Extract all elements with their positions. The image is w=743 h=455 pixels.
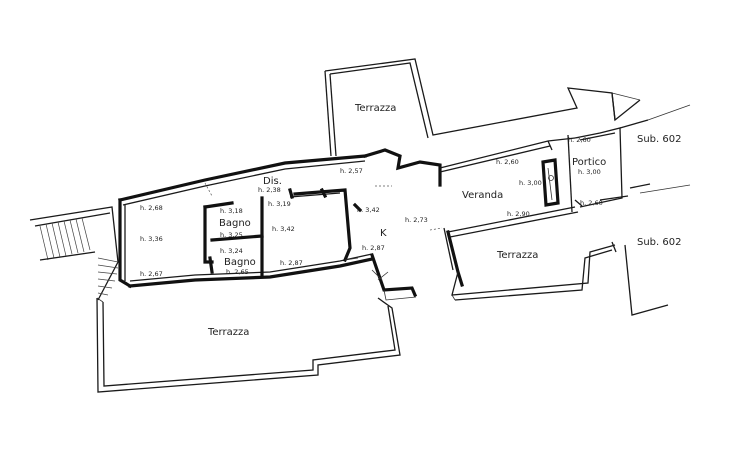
sub-602-outline — [611, 92, 691, 316]
stairs — [29, 206, 119, 301]
height-label: h. 2,87 — [362, 244, 385, 252]
terrazza-bottom-label: Terrazza — [207, 327, 249, 338]
height-label: h. 3,24 — [220, 247, 243, 255]
terrazza-top-label: Terrazza — [354, 103, 396, 114]
height-label: h. 2,57 — [340, 167, 363, 175]
height-label: h. 3,42 — [272, 225, 295, 233]
portico-outline — [574, 119, 651, 208]
k-label: K — [380, 228, 387, 239]
terrazza-bottom-outline — [96, 269, 401, 393]
height-label: h. 2,73 — [405, 216, 428, 224]
sub-602-lower-label: Sub. 602 — [637, 237, 681, 248]
height-label: h. 2,65 — [226, 268, 249, 276]
interior-walls — [203, 187, 363, 277]
height-label: h. 3,25 — [220, 231, 243, 239]
bagno-lower-label: Bagno — [224, 257, 256, 268]
height-label: h. 2,60 — [580, 199, 603, 207]
portico-label: Portico — [572, 157, 606, 168]
height-label: h. 3,18 — [220, 207, 243, 215]
height-label: h. 2,60 — [568, 136, 591, 144]
height-label: h. 3,00 — [578, 168, 601, 176]
dis-label: Dis. — [263, 176, 282, 187]
height-label: h. 2,87 — [280, 259, 303, 267]
height-labels: h. 2,57 h. 2,38 h. 2,68 h. 3,18 h. 3,19 … — [140, 136, 603, 278]
height-label: h. 3,36 — [140, 235, 163, 243]
height-label: h. 2,60 — [496, 158, 519, 166]
veranda-outline — [439, 134, 579, 238]
height-label: h. 3,00 — [519, 179, 542, 187]
height-label: h. 3,19 — [268, 200, 291, 208]
height-label: h. 2,68 — [140, 204, 163, 212]
bagno-upper-label: Bagno — [219, 218, 251, 229]
dashed-lines — [204, 182, 443, 231]
veranda-label: Veranda — [462, 190, 503, 201]
height-label: h. 2,38 — [258, 186, 281, 194]
room-labels: Terrazza Dis. Bagno Bagno K Veranda Port… — [207, 103, 681, 338]
terrazza-right-label: Terrazza — [496, 250, 538, 261]
terrazza-right-outline — [451, 244, 616, 301]
height-label: h. 2,90 — [507, 210, 530, 218]
height-label: h. 3,42 — [357, 206, 380, 214]
height-label: h. 2,67 — [140, 270, 163, 278]
sub-602-upper-label: Sub. 602 — [637, 134, 681, 145]
